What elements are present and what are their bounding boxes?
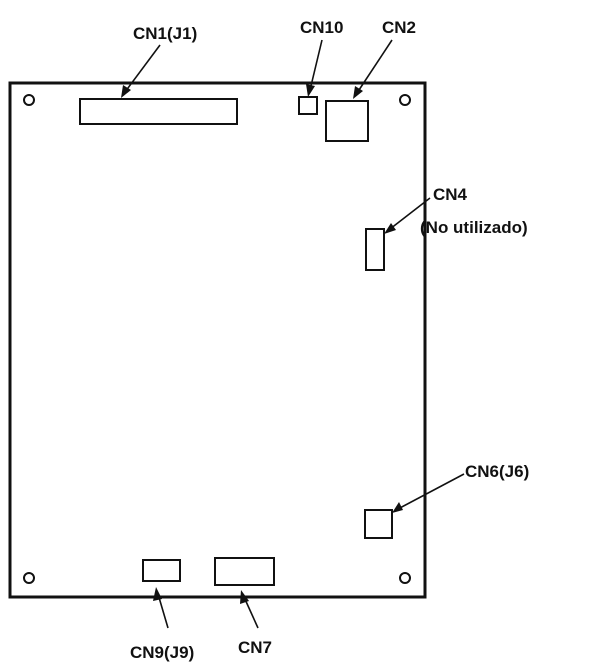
mounting-hole-bottom-right xyxy=(399,572,411,584)
leader-line-cn2 xyxy=(356,39,393,94)
leader-line-cn9 xyxy=(157,593,169,629)
connector-cn4 xyxy=(365,228,385,271)
label-cn4-note: (No utilizado) xyxy=(420,218,528,237)
connector-cn2 xyxy=(325,100,369,142)
connector-cn9 xyxy=(142,559,181,582)
connector-cn6 xyxy=(364,509,393,539)
mounting-hole-bottom-left xyxy=(23,572,35,584)
arrowhead-cn4 xyxy=(384,223,396,234)
label-cn6: CN6(J6) xyxy=(465,462,529,481)
arrowhead-cn7 xyxy=(240,590,249,604)
connector-cn10 xyxy=(298,96,318,115)
leader-line-cn6 xyxy=(397,473,465,510)
label-cn7: CN7 xyxy=(238,638,272,657)
leader-line-cn1 xyxy=(124,44,161,93)
arrowhead-cn6 xyxy=(392,502,403,513)
label-cn9: CN9(J9) xyxy=(130,643,194,662)
leader-line-cn10 xyxy=(309,39,323,91)
label-cn4: CN4 xyxy=(433,185,468,204)
arrowhead-cn2 xyxy=(353,86,363,99)
connector-cn7 xyxy=(214,557,275,586)
mounting-hole-top-left xyxy=(23,94,35,106)
arrowhead-cn10 xyxy=(306,84,315,97)
leader-line-cn7 xyxy=(243,596,259,629)
arrowhead-cn1 xyxy=(121,85,131,98)
leader-line-cn4 xyxy=(389,197,431,230)
mounting-hole-top-right xyxy=(399,94,411,106)
circuit-board-outline xyxy=(8,81,427,599)
label-cn2: CN2 xyxy=(382,18,416,37)
connector-cn1 xyxy=(79,98,238,125)
arrowhead-cn9 xyxy=(153,587,162,601)
label-cn1: CN1(J1) xyxy=(133,24,197,43)
label-cn10: CN10 xyxy=(300,18,343,37)
